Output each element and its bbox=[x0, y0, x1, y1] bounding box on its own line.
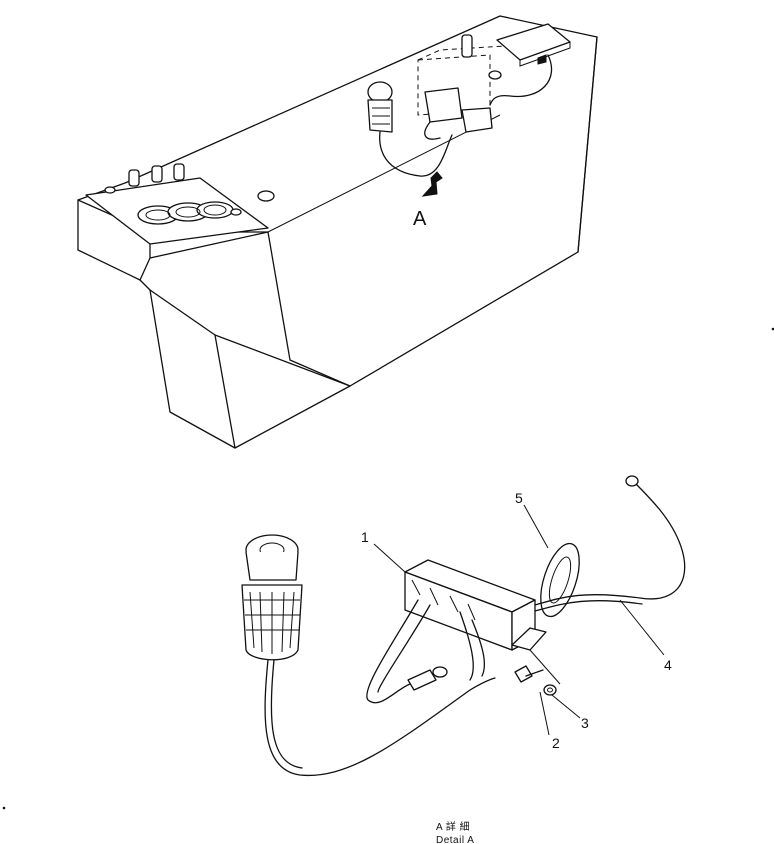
callout-5: 5 bbox=[515, 490, 523, 506]
callout-4: 4 bbox=[664, 657, 672, 673]
detail-switch-box bbox=[366, 475, 686, 704]
switch-box-top bbox=[417, 23, 571, 140]
callout-2: 2 bbox=[552, 735, 560, 751]
caption-line-1: A 詳 細 bbox=[436, 820, 470, 833]
callout-3: 3 bbox=[581, 715, 589, 731]
detail-fasteners bbox=[514, 665, 557, 696]
lighter-top bbox=[367, 81, 453, 177]
console-box bbox=[77, 15, 598, 449]
detail-lighter bbox=[241, 534, 496, 777]
caption-line-2: Detail A bbox=[436, 835, 474, 844]
gauge-panel bbox=[85, 163, 275, 245]
callout-1: 1 bbox=[361, 529, 369, 545]
view-arrow-a: A bbox=[413, 171, 443, 230]
callout-leaders bbox=[373, 504, 665, 736]
view-marker-label: A bbox=[413, 208, 427, 230]
